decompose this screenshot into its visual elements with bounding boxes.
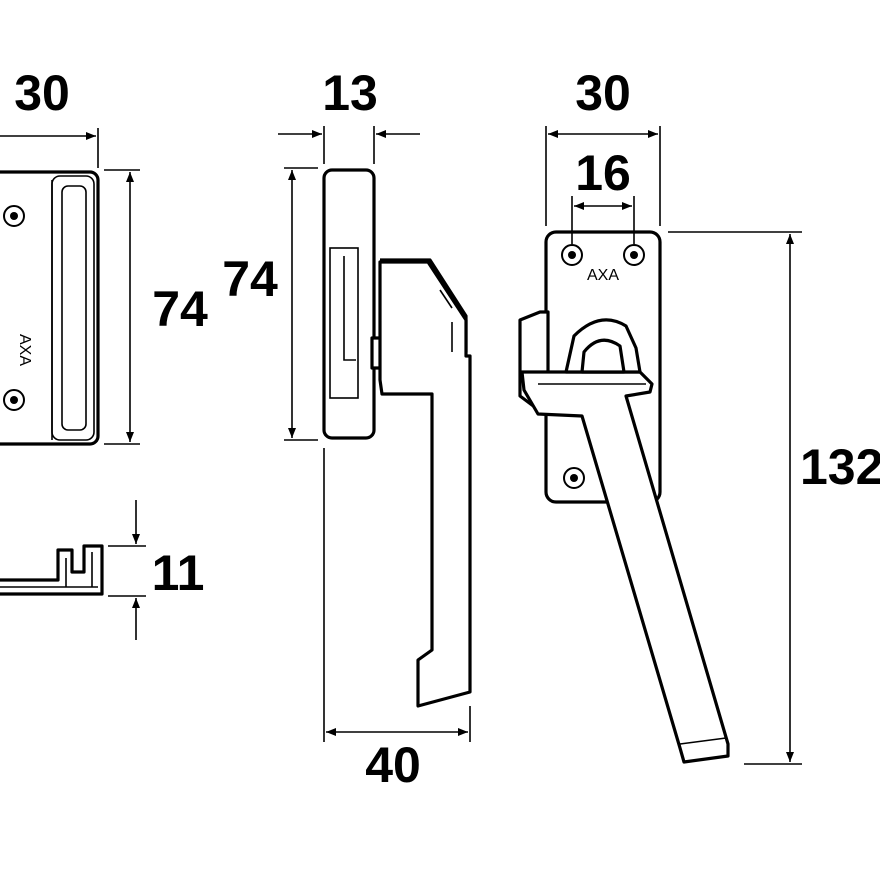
- dimension-handle-hole-spacing: 16: [571, 145, 635, 244]
- dimension-handle-side-height: 74: [222, 167, 318, 441]
- screw-hole: [563, 467, 585, 489]
- screw-hole: [3, 389, 25, 411]
- dimension-keeper-width: 30: [0, 65, 99, 168]
- dimension-label: 13: [322, 65, 378, 121]
- keeper-front-view: AXA: [0, 170, 100, 446]
- dimension-label: 74: [152, 281, 208, 337]
- dimension-label: 16: [575, 145, 631, 201]
- handle-brand-logo: AXA: [587, 267, 619, 284]
- dimension-handle-side-projection: 40: [323, 448, 471, 793]
- dimension-label: 132: [800, 439, 880, 495]
- screw-hole: [623, 244, 645, 266]
- handle-front-view: AXA: [518, 230, 730, 764]
- dimension-label: 40: [365, 737, 421, 793]
- handle-side-view: [322, 168, 472, 708]
- keeper-profile-view: [0, 544, 104, 596]
- keeper-brand-logo: AXA: [16, 334, 33, 366]
- dimension-handle-side-thickness: 13: [278, 65, 420, 164]
- dimension-keeper-height: 74: [104, 169, 208, 445]
- dimension-label: 30: [575, 65, 631, 121]
- screw-hole: [3, 205, 25, 227]
- dimension-handle-front-width: 30: [545, 65, 661, 226]
- dimension-keeper-profile-height: 11: [108, 500, 204, 640]
- screw-hole: [561, 244, 583, 266]
- dimension-handle-front-length: 132: [668, 231, 880, 765]
- dimension-label: 74: [222, 251, 278, 307]
- dimension-label: 30: [14, 65, 70, 121]
- dimension-label: 11: [152, 545, 205, 601]
